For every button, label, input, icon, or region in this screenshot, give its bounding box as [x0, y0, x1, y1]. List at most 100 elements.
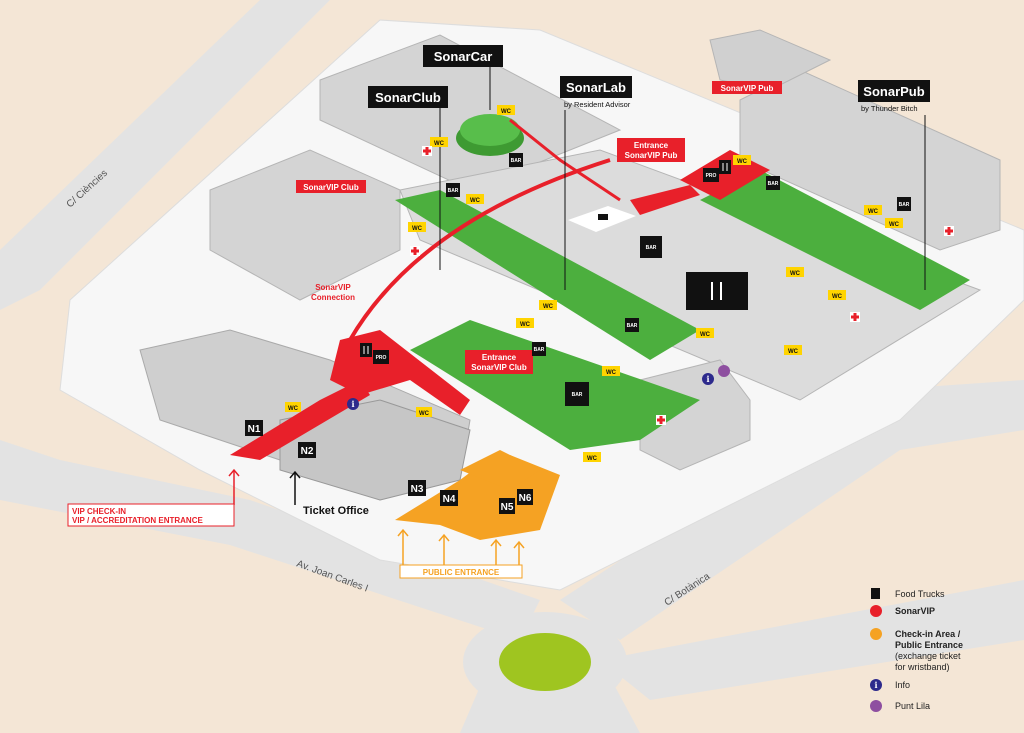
bar-marker: BAR — [509, 153, 523, 167]
svg-text:WC: WC — [434, 141, 445, 147]
info-markers: i i — [347, 365, 730, 410]
svg-text:WC: WC — [520, 322, 531, 328]
red-cross-icon — [410, 246, 420, 256]
svg-text:WC: WC — [889, 222, 900, 228]
svg-text:N6: N6 — [519, 493, 532, 504]
info-glyph: i — [351, 399, 354, 409]
gate-n1: N1 — [245, 420, 263, 436]
svg-text:Check-in Area /: Check-in Area / — [895, 629, 961, 639]
bar-marker: BAR — [532, 342, 546, 356]
pro-marker: PRO — [373, 350, 389, 364]
label-box-sonarlab — [560, 76, 632, 98]
label-vip-connection-2: Connection — [311, 293, 355, 302]
red-cross-icon — [850, 312, 860, 322]
label-sonarpub: SonarPub — [863, 84, 924, 99]
stages — [395, 114, 970, 450]
svg-text:Info: Info — [895, 680, 910, 690]
svg-text:PRO: PRO — [706, 173, 717, 179]
legend: Food Trucks SonarVIP Check-in Area / Pub… — [870, 588, 963, 712]
info-icon — [870, 679, 882, 691]
svg-text:BAR: BAR — [511, 158, 522, 164]
road-joan-carles — [0, 440, 540, 640]
car-icon — [568, 206, 636, 232]
fork-knife-icon — [360, 343, 372, 357]
svg-text:BAR: BAR — [899, 202, 910, 208]
gate-n6: N6 — [517, 489, 533, 505]
building-sonarclub-hall — [319, 34, 622, 191]
svg-text:Punt Lila: Punt Lila — [895, 701, 930, 711]
legend-checkin: Check-in Area / Public Entrance (exchang… — [870, 628, 963, 672]
wc-marker: WC — [497, 105, 515, 115]
bar-marker: BAR — [565, 382, 589, 406]
label-vip-pub: SonarVIP Pub — [721, 84, 774, 93]
svg-text:N1: N1 — [248, 424, 261, 435]
wc-marker: WC — [430, 137, 448, 147]
purple-dot-icon — [870, 700, 882, 712]
roundabout — [499, 633, 591, 691]
gate-n3: N3 — [408, 480, 426, 496]
svg-text:WC: WC — [868, 209, 879, 215]
label-sonarclub: SonarClub — [375, 90, 441, 105]
svg-text:WC: WC — [470, 198, 481, 204]
stage-sonarclub-floor — [395, 190, 700, 360]
public-entrance-box — [399, 564, 523, 579]
svg-text:WC: WC — [832, 294, 843, 300]
label-sonarpub-sub: by Thunder Bitch — [861, 104, 918, 113]
info-glyph: i — [706, 374, 709, 384]
wc-marker: WC — [864, 205, 882, 215]
entrance-arrows — [228, 468, 525, 565]
label-vip-connection-1: SonarVIP — [315, 283, 351, 292]
svg-text:N5: N5 — [501, 502, 514, 513]
legend-info: i Info — [870, 679, 910, 691]
label-box-sonarpub — [858, 80, 930, 102]
label-box-entrance-vip-club — [465, 350, 533, 374]
public-checkin-area-north — [460, 450, 540, 490]
svg-text:BAR: BAR — [646, 245, 657, 251]
road-botanica — [560, 380, 1024, 640]
label-entrance-vip-club-2: SonarVIP Club — [471, 363, 527, 372]
wc-marker: WC — [696, 328, 714, 338]
gate-n5: N5 — [499, 498, 515, 514]
road-ciencies — [0, 0, 330, 310]
svg-text:WC: WC — [737, 159, 748, 165]
svg-text:WC: WC — [788, 349, 799, 355]
svg-text:(exchange ticket: (exchange ticket — [895, 651, 961, 661]
label-box-entrance-vip-pub — [617, 138, 685, 162]
public-area — [395, 450, 560, 540]
vip-checkin-label-1: VIP CHECK-IN — [72, 507, 126, 516]
svg-text:Public Entrance: Public Entrance — [895, 640, 963, 650]
pro-markers: PRO PRO — [373, 168, 719, 364]
svg-text:WC: WC — [543, 304, 554, 310]
label-box-vip-pub — [712, 81, 782, 94]
red-cross-icon — [656, 415, 666, 425]
red-cross-icon — [422, 146, 432, 156]
wc-marker: WC — [408, 222, 426, 232]
svg-text:BAR: BAR — [534, 347, 545, 353]
road-east — [600, 580, 1024, 700]
svg-text:N3: N3 — [411, 484, 424, 495]
label-sonarcar: SonarCar — [434, 49, 493, 64]
legend-food-trucks: Food Trucks — [871, 588, 945, 599]
svg-text:WC: WC — [288, 406, 299, 412]
svg-text:for wristband): for wristband) — [895, 662, 950, 672]
vip-checkin-box — [67, 503, 235, 527]
svg-text:WC: WC — [790, 271, 801, 277]
label-box-sonarcar — [423, 45, 503, 67]
label-sonarlab-sub: by Resident Advisor — [564, 100, 631, 109]
svg-text:WC: WC — [412, 226, 423, 232]
vip-area-n1 — [230, 380, 370, 460]
fork-knife-icon — [719, 160, 731, 174]
info-icon — [702, 373, 714, 385]
wc-marker: WC — [784, 345, 802, 355]
vip-labels: SonarVIP Pub Entrance SonarVIP Pub Sonar… — [296, 81, 782, 374]
bar-marker: BAR — [897, 197, 911, 211]
legend-punt-lila: Punt Lila — [870, 700, 930, 712]
wc-marker: WC — [539, 300, 557, 310]
wc-marker: WC — [285, 402, 301, 412]
vip-bridge — [348, 158, 611, 342]
svg-text:i: i — [874, 680, 877, 690]
wc-marker: WC — [602, 366, 620, 376]
fork-knife-icon — [686, 272, 748, 310]
svg-text:N4: N4 — [443, 494, 456, 505]
wc-marker: WC — [786, 267, 804, 277]
